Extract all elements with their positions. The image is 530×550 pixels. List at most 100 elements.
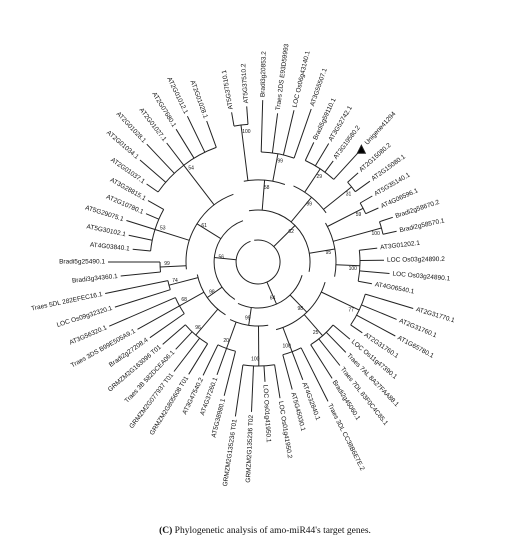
leaf-label: GRMZM2G135236 T02: [245, 414, 255, 482]
leaf-label: AT5G29075.1: [84, 204, 125, 223]
clade-stem: [303, 314, 323, 337]
tip-branch: [324, 160, 334, 173]
tip-branch: [188, 343, 209, 375]
tip-branch: [114, 289, 171, 308]
tip-branch: [175, 128, 195, 159]
tip-branch: [147, 200, 164, 210]
tip-branch: [234, 364, 244, 417]
leaf-label: Traes 2DS E93D59993: [275, 43, 291, 111]
leaf-label: LOC Os06g43140.1: [292, 50, 312, 108]
tip-branch: [166, 142, 185, 166]
tip-branch: [175, 331, 193, 350]
leaf-label: LOC Os01g41950.2: [277, 401, 293, 460]
tip-branch: [120, 271, 161, 277]
tip-branch: [186, 115, 206, 153]
support-value: 99: [245, 315, 251, 321]
clade-stem: [327, 207, 364, 227]
leaf-label: Bradi2g58570.1: [399, 217, 446, 234]
leaf-label: AT5G37510.1: [221, 69, 235, 110]
clade-stem: [272, 153, 279, 182]
query-marker-icon: [356, 144, 367, 154]
leaf-label: AT3G56320.1: [68, 324, 108, 346]
tip-branch: [382, 230, 397, 235]
leaf-label: AT2G31770.1: [415, 306, 456, 324]
support-value: 100: [283, 344, 292, 350]
support-value: 95: [326, 250, 332, 256]
tip-branch: [260, 100, 264, 153]
tip-branch: [146, 143, 175, 174]
leaf-label: Bradi5g25490.1: [59, 259, 105, 266]
tip-branch: [271, 113, 279, 153]
tip-branch: [146, 183, 159, 193]
clade-stem: [282, 327, 293, 352]
clade-stem: [273, 225, 296, 247]
tip-branch: [361, 304, 397, 320]
support-value: 53: [160, 226, 166, 232]
leaf-label: Traes 3DL CC38B6E7E.2: [326, 403, 366, 473]
clade-stem: [196, 223, 221, 240]
figure-caption: (C) Phylogenetic analysis of amo-miR44's…: [0, 526, 530, 536]
support-value: 99: [277, 159, 283, 165]
tip-branch: [149, 313, 185, 339]
clade-arc: [229, 319, 269, 327]
leaf-label: LOC Os03g24890.1: [392, 271, 451, 283]
clade-stem: [240, 125, 249, 181]
tip-branch: [263, 365, 266, 382]
tip-branch: [325, 331, 347, 353]
leaf-label: LOC Os03g24890.2: [387, 256, 445, 264]
support-value: 77: [348, 308, 354, 314]
tip-branch: [355, 180, 371, 193]
clade-stem: [290, 196, 312, 223]
tip-branch: [291, 351, 304, 380]
tip-branch: [126, 220, 156, 230]
tip-branch: [359, 270, 390, 274]
tip-branch: [333, 151, 360, 180]
tip-branch: [231, 112, 235, 127]
support-value: 25: [313, 330, 319, 336]
leaf-label: AT3G01202.1: [380, 240, 421, 252]
leaf-label: AT4G03840.1: [90, 242, 131, 253]
leaf-label: LOC Os01g41950.1: [261, 385, 271, 444]
support-value: 100: [349, 266, 358, 272]
support-value: 20: [223, 338, 229, 344]
support-value: 61: [201, 223, 207, 229]
leaf-label: AT5G37510.2: [240, 63, 250, 104]
clade-stem: [335, 264, 360, 267]
support-value: 58: [264, 185, 270, 191]
tip-branch: [173, 337, 200, 372]
tip-branch: [359, 247, 378, 251]
tip-branch: [274, 364, 281, 399]
support-value: 100: [372, 231, 381, 237]
support-value: 54: [188, 166, 194, 172]
clade-stem: [168, 277, 199, 286]
tip-branch: [365, 207, 379, 215]
tip-branch: [282, 110, 295, 156]
tip-branch: [358, 280, 372, 285]
leaf-label: AT2G01028.1: [189, 79, 209, 119]
clade-stem: [214, 257, 237, 261]
leaf-label: Bradi3g34360.1: [72, 273, 119, 285]
tip-branch: [139, 159, 167, 183]
tip-branch: [350, 324, 363, 334]
leaf-label: Bradi3g20853.2: [260, 51, 268, 97]
tip-branch: [251, 365, 254, 412]
tip-branch: [310, 344, 333, 379]
caption-text: Phylogenetic analysis of amo-miR44's tar…: [174, 526, 371, 536]
tip-branch: [206, 120, 217, 148]
tip-branch: [145, 213, 159, 220]
leaf-label: AT5G30102.1: [86, 223, 127, 238]
clade-stem: [226, 321, 237, 349]
clade-stem: [160, 265, 187, 268]
leaf-label: AT4G32840.1: [300, 381, 321, 421]
tip-branch: [137, 305, 180, 330]
tip-branch: [105, 280, 169, 294]
leaf-label: AT4G06540.1: [374, 281, 415, 295]
support-value: 98: [298, 306, 304, 312]
tip-branch: [293, 108, 312, 159]
tip-branch: [300, 347, 329, 402]
tip-branch: [318, 338, 341, 366]
tip-branch: [365, 293, 414, 309]
tip-branch: [132, 248, 151, 252]
support-value: 56: [219, 254, 225, 260]
tip-branch: [359, 195, 373, 204]
